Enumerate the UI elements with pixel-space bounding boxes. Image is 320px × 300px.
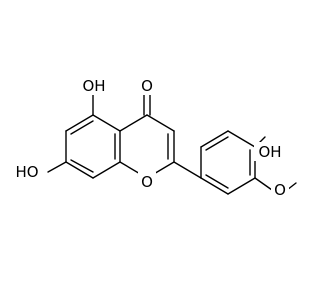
- bond: [92, 161, 121, 179]
- atom-label-o-methoxy: O: [274, 181, 286, 199]
- bond: [65, 114, 94, 132]
- atom-label-o-carbonyl: O: [141, 77, 153, 95]
- chemical-structure-diagram: OH O HO O OH O: [6, 76, 297, 199]
- double-bond-inner: [70, 120, 94, 135]
- atom-labels: OH O HO O OH O: [6, 76, 289, 199]
- bond: [173, 161, 202, 179]
- bond: [227, 130, 256, 148]
- bond: [146, 114, 175, 132]
- bond: [65, 161, 94, 179]
- atom-label-o-ring: O: [141, 173, 153, 191]
- bond: [119, 114, 148, 132]
- double-bond-inner: [70, 159, 94, 173]
- bond: [200, 177, 229, 195]
- double-bond-inner: [205, 136, 229, 151]
- bond: [92, 114, 121, 132]
- bond: [200, 130, 229, 148]
- bond: [254, 177, 273, 191]
- atom-label-oh-left: HO: [15, 163, 38, 181]
- double-bond-inner: [205, 174, 229, 189]
- bond: [47, 161, 67, 173]
- atom-label-oh-right: OH: [258, 143, 281, 161]
- bonds: [47, 94, 297, 195]
- atom-label-oh-top: OH: [82, 77, 105, 95]
- bond: [227, 177, 256, 195]
